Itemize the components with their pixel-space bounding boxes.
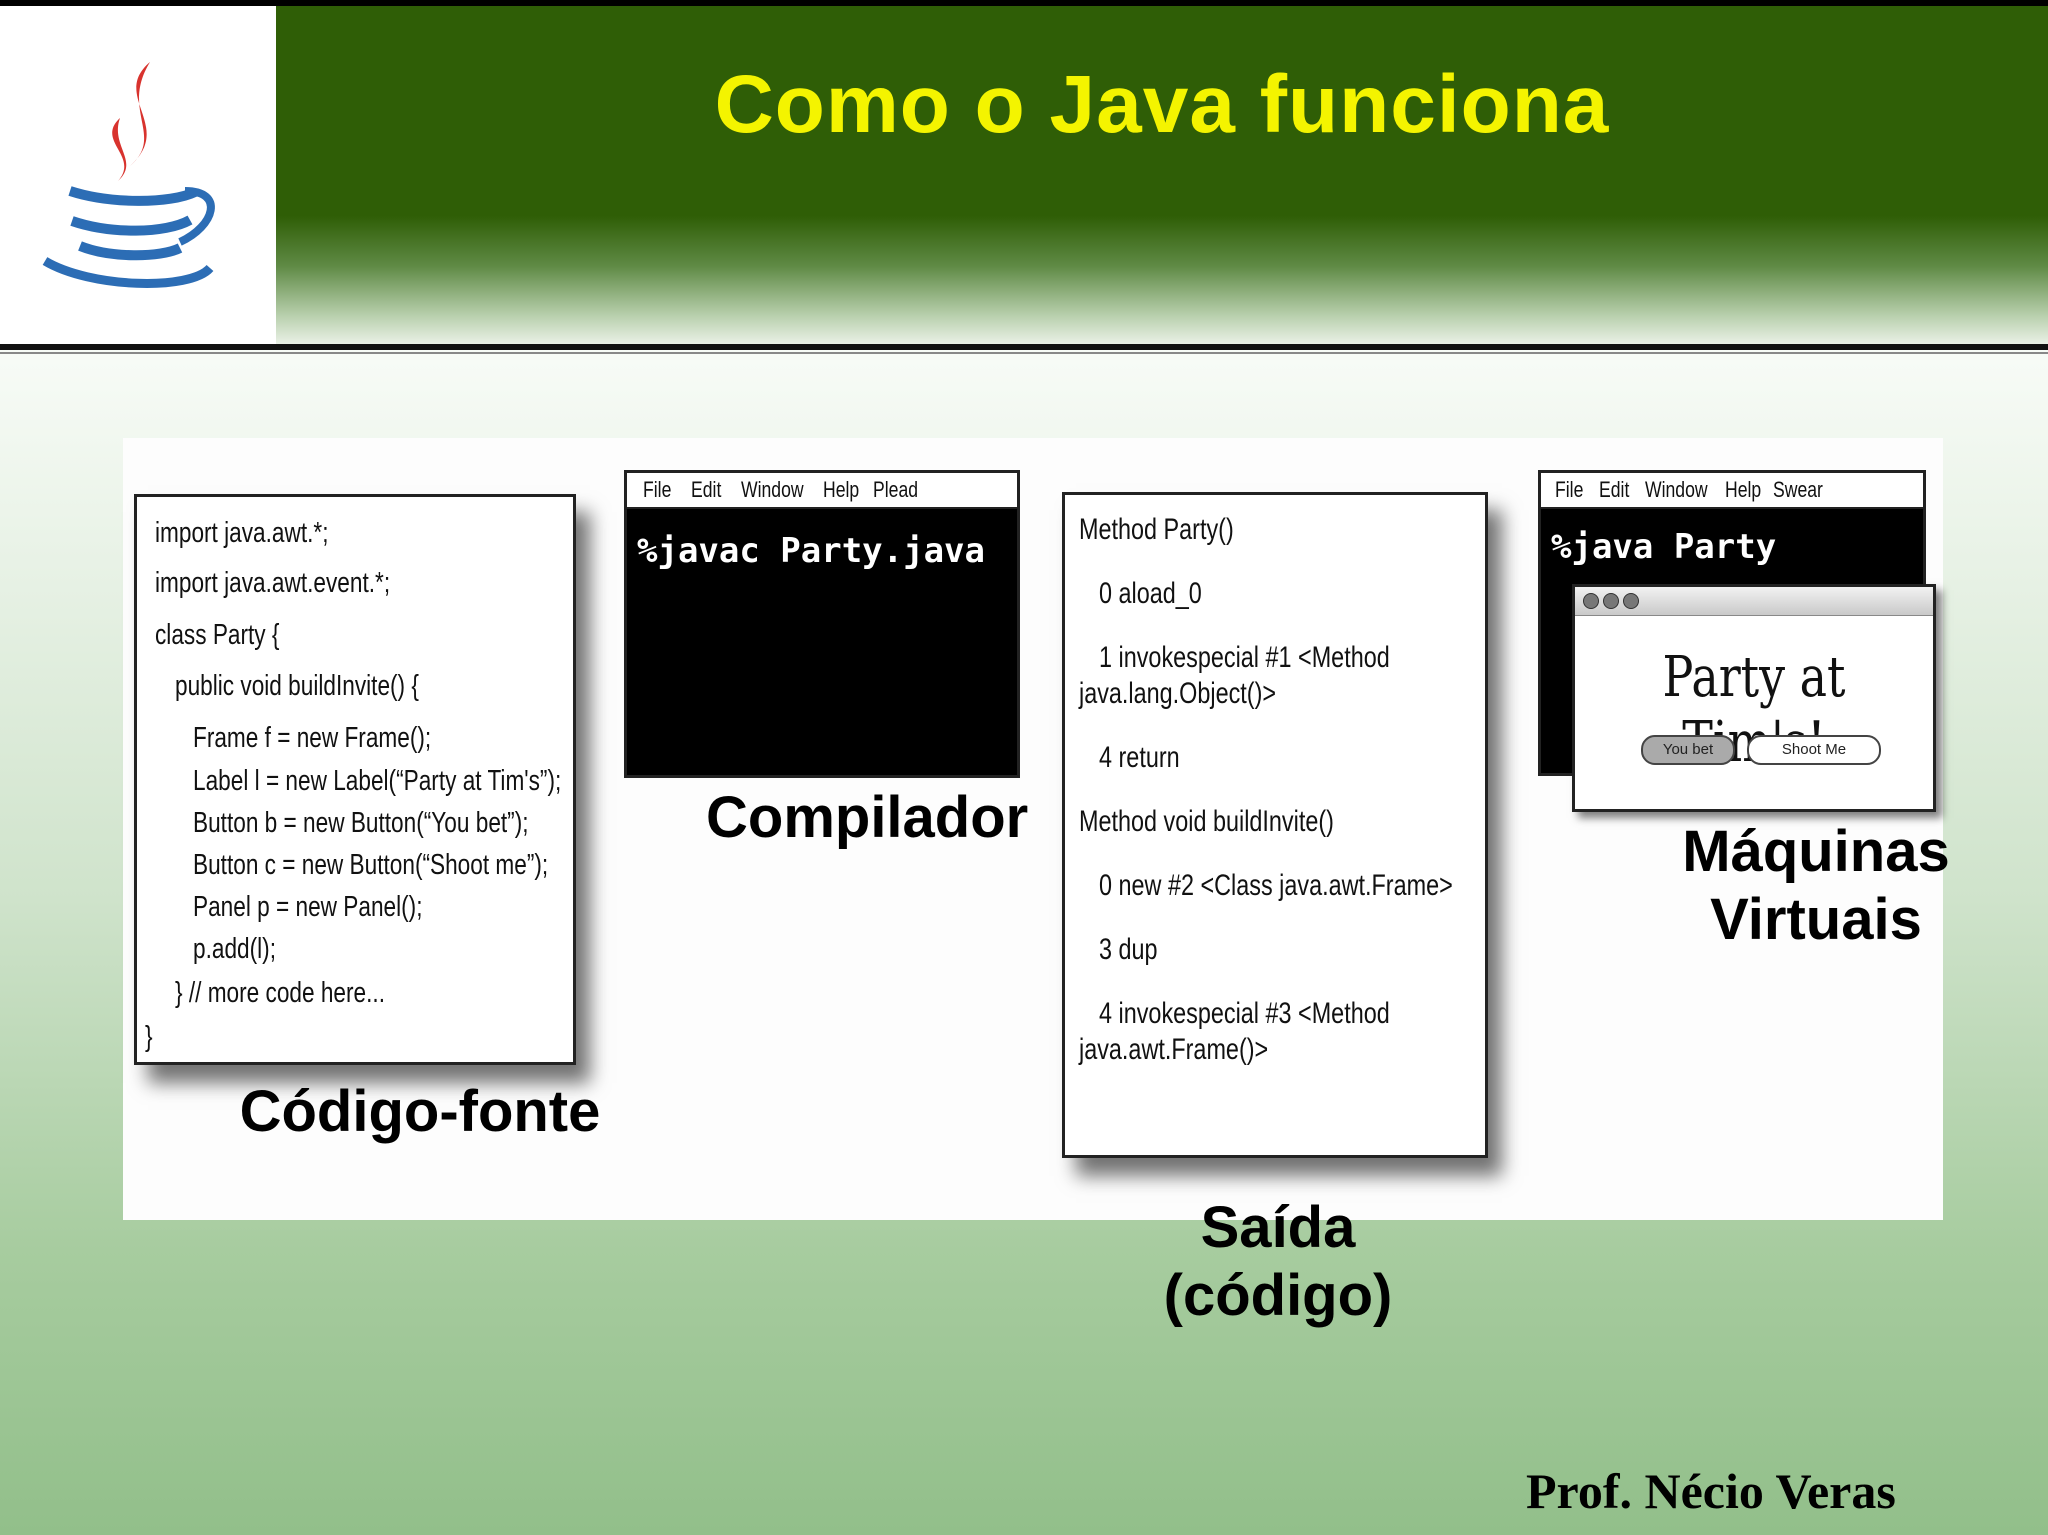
- compiler-command: %javac Party.java: [637, 531, 985, 571]
- code-line: import java.awt.event.*;: [155, 567, 391, 599]
- menu-swear[interactable]: Swear: [1773, 477, 1823, 502]
- output-line: 4 return: [1099, 741, 1180, 774]
- output-line: 0 aload_0: [1099, 577, 1202, 610]
- output-line: 0 new #2 <Class java.awt.Frame>: [1099, 869, 1453, 902]
- code-line: Panel p = new Panel();: [193, 891, 423, 923]
- output-line: java.lang.Object()>: [1079, 677, 1277, 710]
- menu-edit[interactable]: Edit: [691, 477, 722, 502]
- author-credit: Prof. Nécio Veras: [1526, 1463, 1896, 1519]
- menu-window[interactable]: Window: [1645, 477, 1708, 502]
- label-vm-line1: Máquinas: [1682, 819, 1950, 884]
- you-bet-button[interactable]: You bet: [1641, 735, 1735, 765]
- page-title: Como o Java funciona: [714, 59, 1610, 150]
- output-line: Method Party(): [1079, 513, 1234, 546]
- code-line: Frame f = new Frame();: [193, 722, 432, 754]
- code-line: Label l = new Label(“Party at Tim's”);: [193, 765, 562, 797]
- code-line: class Party {: [155, 619, 280, 651]
- bytecode-output-card: Method Party() 0 aload_0 1 invokespecial…: [1062, 492, 1488, 1158]
- java-cup-icon: [42, 62, 215, 288]
- close-icon[interactable]: [1583, 593, 1599, 609]
- code-line: } // more code here...: [175, 977, 385, 1009]
- java-logo: [0, 6, 276, 346]
- code-line: }: [145, 1021, 153, 1053]
- minimize-icon[interactable]: [1603, 593, 1619, 609]
- label-output-line2: (código): [1163, 1263, 1393, 1328]
- output-line: 4 invokespecial #3 <Method: [1099, 997, 1390, 1030]
- party-window: Party at Tim's! You bet Shoot Me: [1572, 584, 1936, 812]
- zoom-icon[interactable]: [1623, 593, 1639, 609]
- label-compiler: Compilador: [706, 785, 1029, 850]
- party-window-titlebar: [1575, 587, 1933, 616]
- menu-window[interactable]: Window: [741, 477, 804, 502]
- output-line: java.awt.Frame()>: [1079, 1033, 1269, 1066]
- header-divider: [0, 344, 2048, 350]
- source-code-card: import java.awt.*; import java.awt.event…: [134, 494, 576, 1065]
- menu-file[interactable]: File: [643, 477, 672, 502]
- menu-help[interactable]: Help: [1725, 477, 1762, 502]
- output-line: Method void buildInvite(): [1079, 805, 1334, 838]
- menu-help[interactable]: Help: [823, 477, 860, 502]
- code-line: public void buildInvite() {: [175, 670, 419, 702]
- menu-file[interactable]: File: [1555, 477, 1584, 502]
- header-divider-thin: [0, 352, 2048, 354]
- header-bar: [276, 6, 2048, 346]
- menu-edit[interactable]: Edit: [1599, 477, 1630, 502]
- compiler-terminal: File Edit Window Help Plead %javac Party…: [624, 470, 1020, 778]
- output-line: 1 invokespecial #1 <Method: [1099, 641, 1390, 674]
- top-border: [0, 0, 2048, 6]
- label-source-code: Código-fonte: [239, 1079, 601, 1144]
- label-vm-line2: Virtuais: [1710, 887, 1922, 952]
- shoot-me-button[interactable]: Shoot Me: [1747, 735, 1881, 765]
- menu-plead[interactable]: Plead: [873, 477, 919, 502]
- code-line: Button b = new Button(“You bet”);: [193, 807, 529, 839]
- output-line: 3 dup: [1099, 933, 1158, 966]
- vm-command: %java Party: [1551, 527, 1777, 567]
- code-line: import java.awt.*;: [155, 517, 329, 549]
- vm-menu-bar: File Edit Window Help Swear: [1541, 473, 1923, 509]
- label-output-line1: Saída: [1200, 1195, 1356, 1260]
- code-line: Button c = new Button(“Shoot me”);: [193, 849, 549, 881]
- code-line: p.add(l);: [193, 933, 276, 965]
- compiler-menu-bar: File Edit Window Help Plead: [627, 473, 1017, 509]
